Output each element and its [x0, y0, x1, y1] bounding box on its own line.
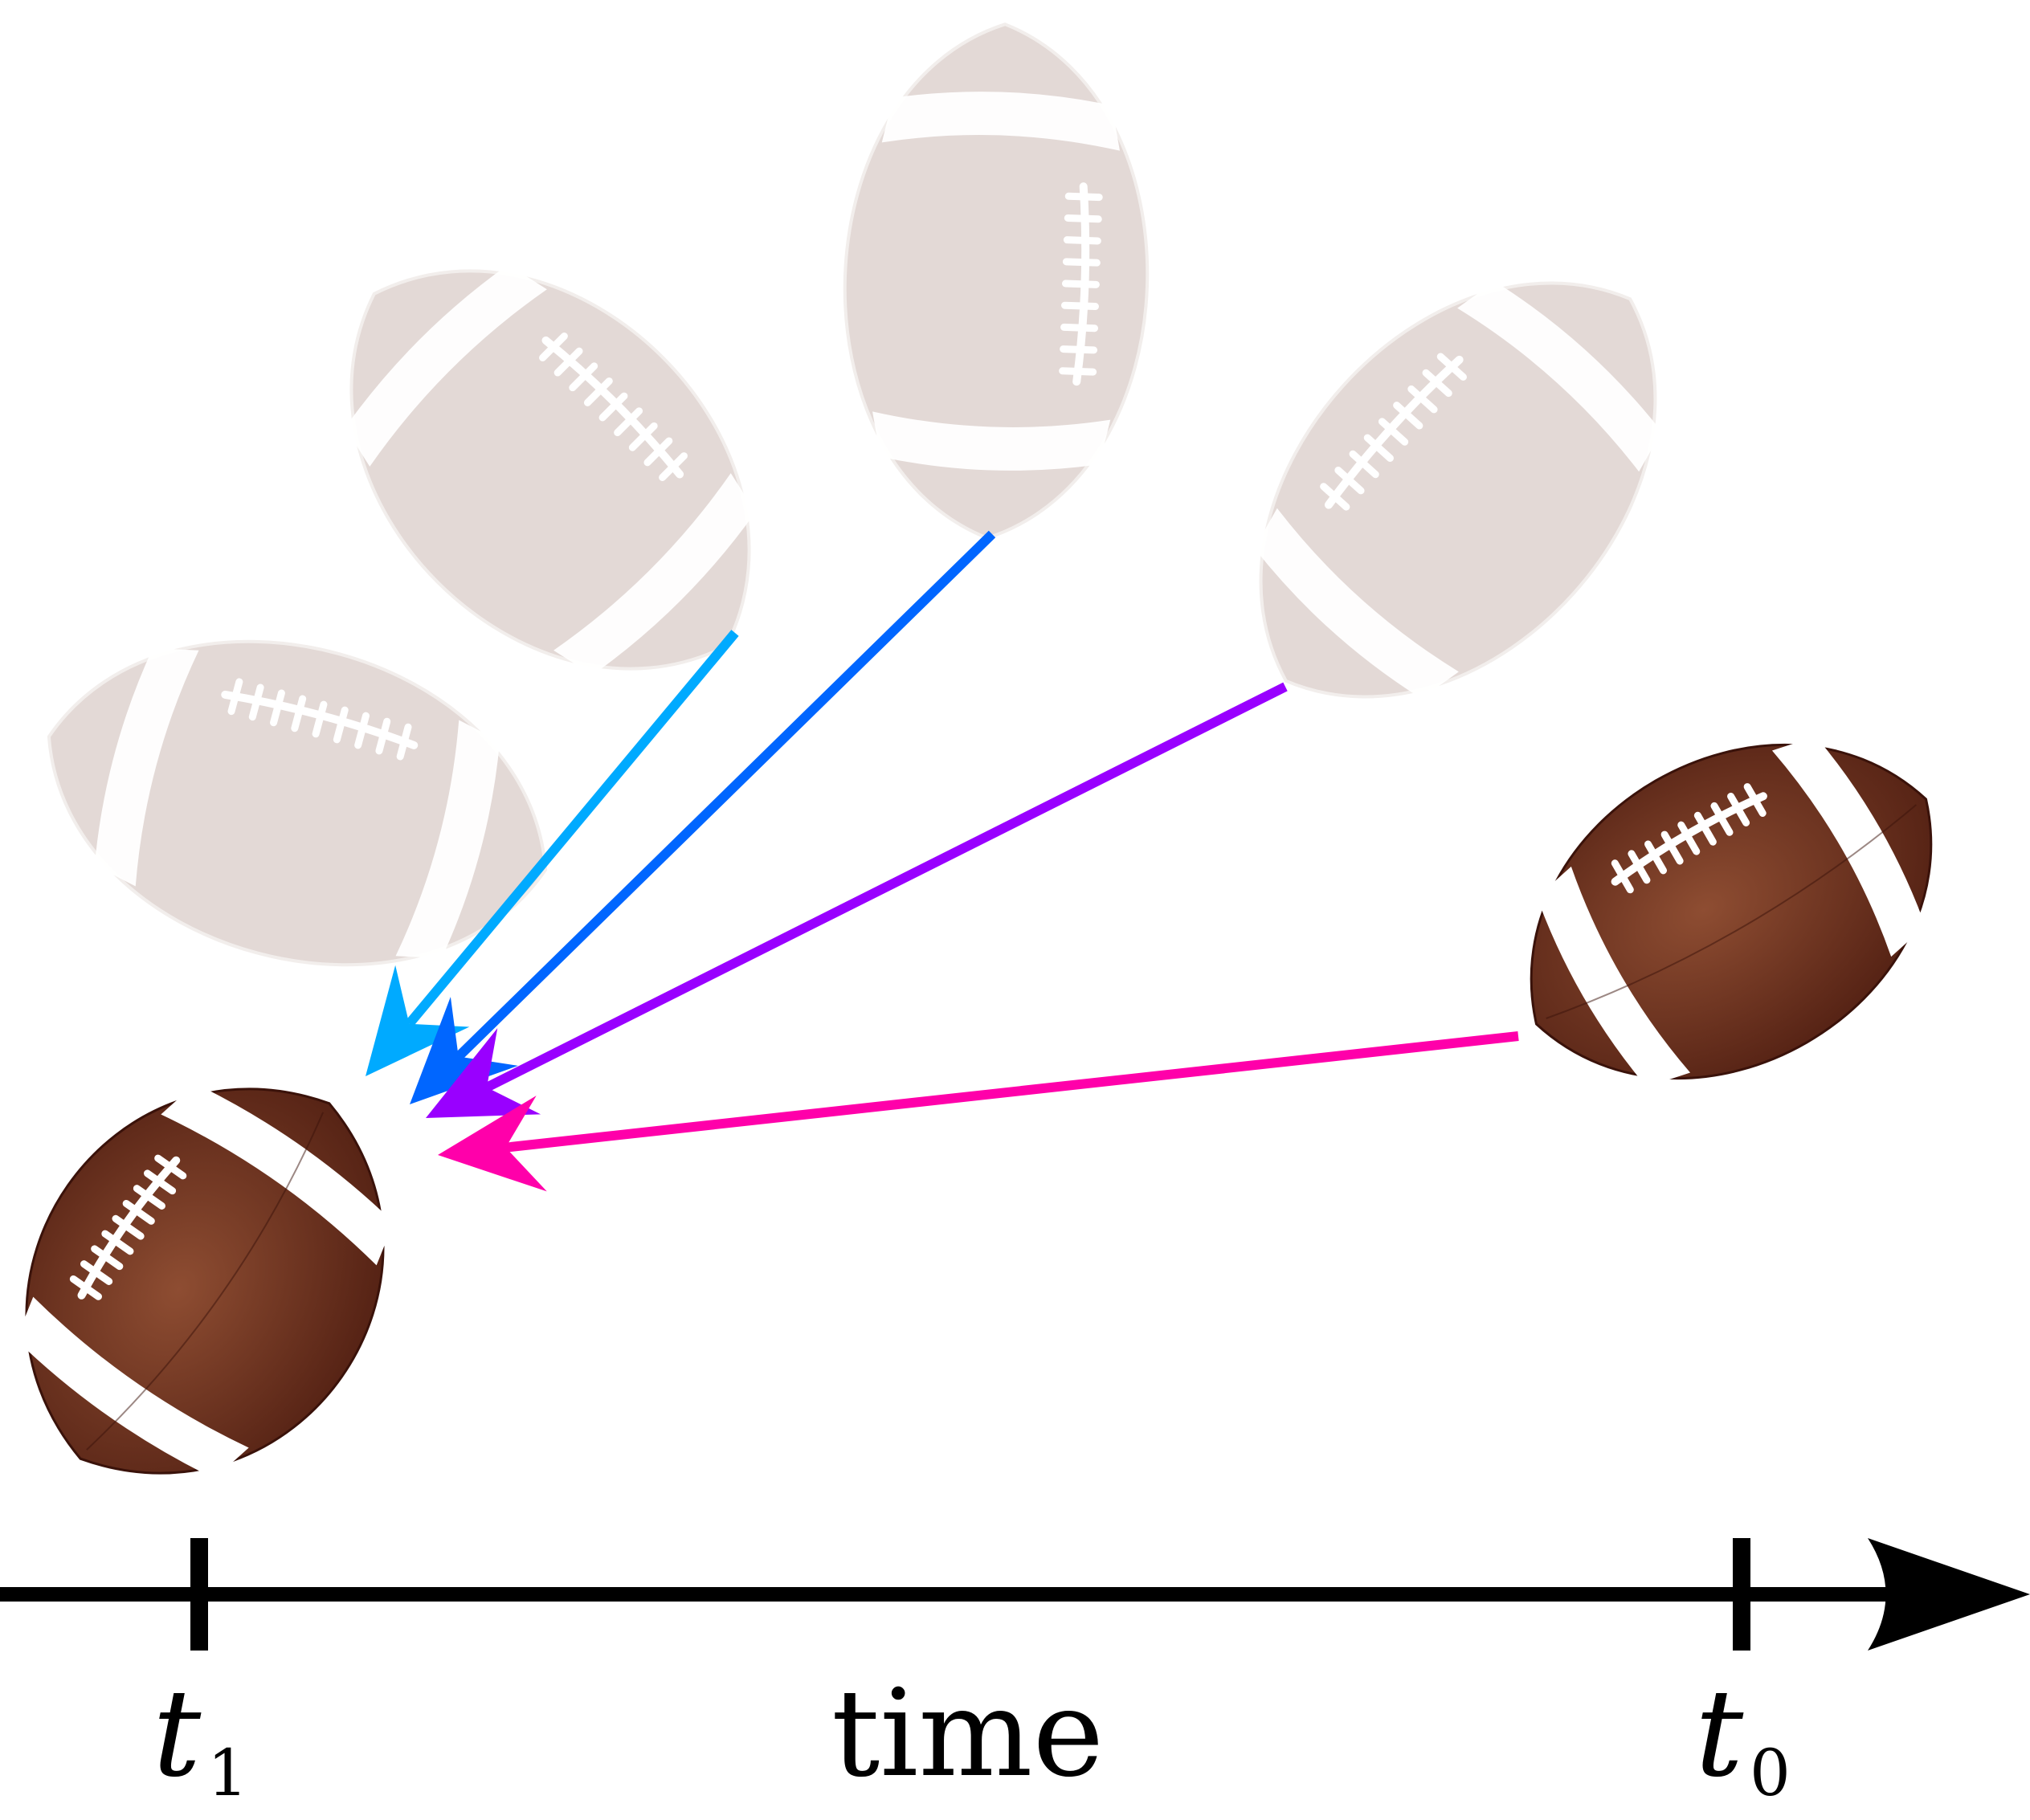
arrow-purple — [426, 682, 1288, 1118]
arrow-cyan — [366, 630, 739, 1076]
ball-faded-4 — [1254, 281, 1662, 699]
ball-faded-1 — [47, 639, 548, 967]
ball-faded-3 — [843, 22, 1150, 540]
axis-arrowhead — [1868, 1538, 2030, 1651]
ball-target — [15, 1083, 394, 1479]
label-t0-base: t — [1695, 1664, 1744, 1804]
ball-initial — [1530, 736, 1933, 1088]
label-t0-sub: 0 — [1750, 1736, 1791, 1810]
label-t0: t 0 — [1695, 1664, 1791, 1810]
axis-title: time — [831, 1664, 1104, 1804]
arrow-blue — [410, 530, 996, 1104]
label-t1-sub: 1 — [207, 1736, 248, 1810]
label-t1: t 1 — [153, 1664, 248, 1810]
label-t1-base: t — [153, 1664, 202, 1804]
time-axis — [0, 1538, 2030, 1651]
arrow-magenta — [438, 1031, 1519, 1192]
